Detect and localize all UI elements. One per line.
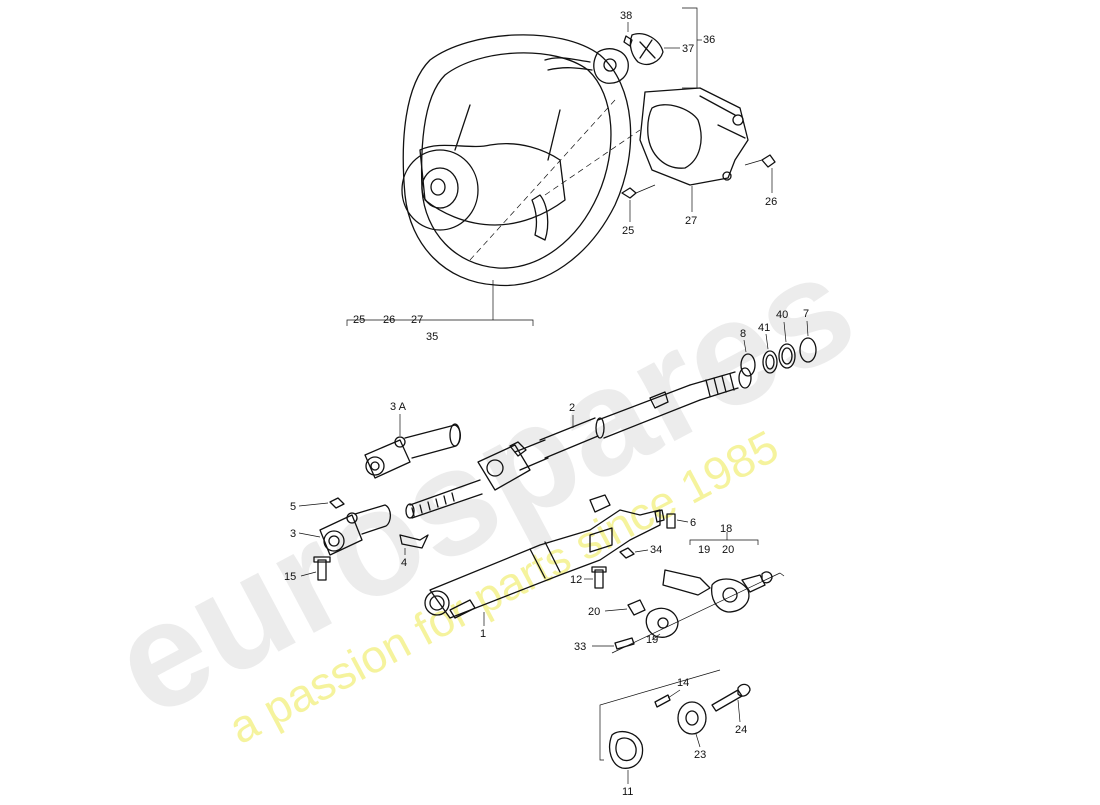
callout-23: 23 bbox=[694, 749, 706, 761]
wheel-assembly-bracket: 25 26 27 35 bbox=[346, 280, 534, 343]
universal-joint-lower: 3 5 4 15 bbox=[284, 497, 429, 583]
callout-35: 35 bbox=[426, 331, 438, 343]
watermark-brand: eurospares bbox=[86, 220, 879, 748]
callout-15: 15 bbox=[284, 571, 296, 583]
hub-adapter-group: 25 27 26 bbox=[621, 87, 777, 237]
intermediate-shaft bbox=[405, 439, 549, 519]
key-trim-group: 11 14 23 24 bbox=[599, 669, 751, 798]
callout-27b: 27 bbox=[685, 215, 697, 227]
callout-14: 14 bbox=[677, 677, 689, 689]
callout-3a: 3 A bbox=[390, 401, 407, 413]
horn-contact-group: 38 37 36 bbox=[544, 7, 715, 89]
callout-26b: 26 bbox=[765, 196, 777, 208]
callout-4: 4 bbox=[401, 557, 407, 569]
callout-1: 1 bbox=[480, 628, 486, 640]
callout-8: 8 bbox=[740, 328, 746, 340]
callout-7: 7 bbox=[803, 308, 809, 320]
callout-20b: 20 bbox=[588, 606, 600, 618]
universal-joint-upper: 3 A bbox=[364, 401, 462, 479]
callout-24: 24 bbox=[735, 724, 747, 736]
lock-housing-group: 18 19 20 20 19 33 bbox=[574, 523, 785, 654]
watermark: eurospares a passion for parts since 198… bbox=[86, 220, 879, 754]
callout-20: 20 bbox=[722, 544, 734, 556]
callout-40: 40 bbox=[776, 309, 788, 321]
callout-34: 34 bbox=[650, 544, 662, 556]
callout-2: 2 bbox=[569, 402, 575, 414]
column-tube: 1 6 34 12 bbox=[424, 494, 696, 640]
callout-3: 3 bbox=[290, 528, 296, 540]
callout-33: 33 bbox=[574, 641, 586, 653]
callout-11: 11 bbox=[622, 786, 633, 798]
callout-6: 6 bbox=[690, 517, 696, 529]
callout-18: 18 bbox=[720, 523, 732, 535]
callout-5: 5 bbox=[290, 501, 296, 513]
callout-12: 12 bbox=[570, 574, 582, 586]
callout-38: 38 bbox=[620, 10, 632, 22]
washer-group: 8 41 40 7 bbox=[740, 308, 817, 377]
callout-19: 19 bbox=[698, 544, 710, 556]
callout-36: 36 bbox=[703, 34, 715, 46]
steering-wheel bbox=[401, 34, 641, 287]
callout-41: 41 bbox=[758, 322, 770, 334]
callout-27: 27 bbox=[411, 314, 423, 326]
callout-26: 26 bbox=[383, 314, 395, 326]
callout-25b: 25 bbox=[622, 225, 634, 237]
callout-25: 25 bbox=[353, 314, 365, 326]
steering-shaft: 2 bbox=[539, 367, 752, 459]
callout-37: 37 bbox=[682, 43, 694, 55]
